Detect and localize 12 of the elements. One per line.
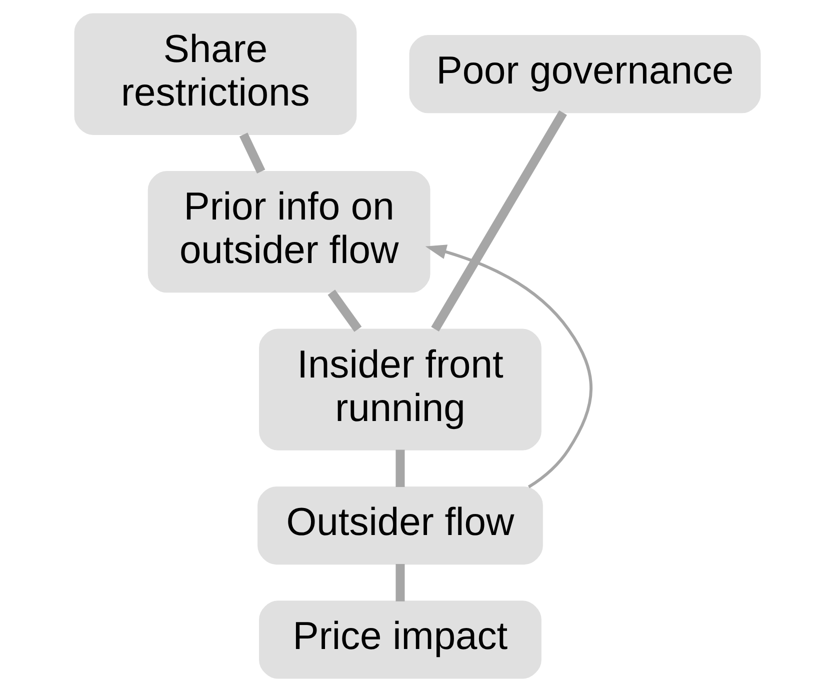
node-box: Prior info on outsider flow	[147, 171, 430, 293]
node-box: Price impact	[258, 600, 541, 679]
node-box: Poor governance	[408, 35, 760, 114]
connector	[395, 450, 404, 487]
connector	[327, 290, 362, 332]
connector	[238, 132, 265, 174]
node-box: Share restrictions	[74, 13, 356, 135]
connector	[430, 110, 566, 332]
node-box: Insider front running	[258, 328, 541, 450]
connector	[395, 564, 404, 602]
node-box: Outsider flow	[257, 486, 542, 565]
arrow	[424, 244, 592, 488]
